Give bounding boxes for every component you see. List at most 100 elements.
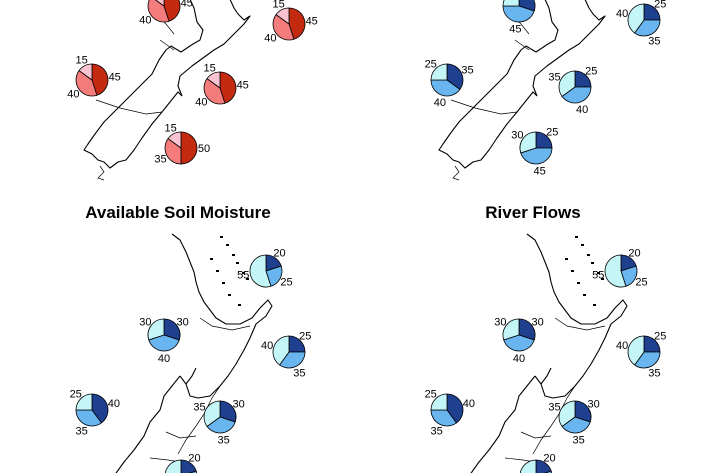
pie-value-label: 55 — [237, 270, 249, 282]
pie-value-label: 15 — [75, 55, 87, 67]
pie-slice-near — [561, 416, 591, 434]
pie-layer: 454015454015454015454015503515 — [67, 0, 318, 165]
coastline-path — [83, 49, 183, 169]
pie-slice-below — [167, 131, 182, 149]
pie-value-label: 40 — [195, 97, 207, 109]
pie-slice-above — [518, 318, 536, 341]
island-mark — [577, 282, 580, 284]
coastline-path — [520, 0, 559, 53]
coastline-path — [159, 39, 175, 51]
pie-value-label: 20 — [188, 452, 200, 464]
coastline-path — [165, 0, 204, 53]
pie-value-label: 20 — [543, 452, 555, 464]
pie-slice-below — [203, 400, 221, 427]
pie-value-label: 35 — [461, 65, 473, 77]
pie-layer: 304525253540354025254035254530 — [425, 0, 666, 178]
pie-value-label: 35 — [154, 153, 166, 165]
pie-slice-near — [75, 409, 102, 427]
coastline-path — [177, 0, 251, 97]
island-mark — [581, 244, 584, 246]
pie-slice-above — [163, 0, 181, 22]
pie-value-label: 40 — [261, 340, 273, 352]
pie-value-label: 35 — [648, 36, 660, 48]
pie-value-label: 30 — [511, 130, 523, 142]
coastline-path — [438, 49, 538, 169]
pie-slice-above — [163, 318, 181, 341]
panel-top-right: 304525253540354025254035254530 — [425, 0, 666, 181]
pie-slice-near — [430, 409, 457, 427]
coastline-path — [95, 99, 163, 115]
nz-map — [438, 0, 606, 181]
pie-value-label: 20 — [273, 247, 285, 259]
island-mark — [597, 272, 600, 274]
pie-value-label: 30 — [494, 317, 506, 329]
pie-value-label: 40 — [67, 89, 79, 101]
pie-value-label: 20 — [628, 247, 640, 259]
island-mark — [228, 294, 231, 296]
pie-slice-below — [78, 63, 93, 81]
pie-value-label: 35 — [217, 435, 229, 447]
pie-value-label: 40 — [139, 15, 151, 27]
pie-value-label: 35 — [75, 426, 87, 438]
pie-value-label: 25 — [654, 331, 666, 343]
pie-value-label: 25 — [70, 389, 82, 401]
pie-value-label: 50 — [198, 143, 210, 155]
island-mark — [236, 262, 239, 264]
pie-slice-near — [634, 19, 661, 37]
pie-slice-above — [219, 400, 237, 423]
pie-value-label: 35 — [193, 402, 205, 414]
pie-slice-above — [574, 400, 592, 423]
pie-slice-below — [206, 71, 221, 89]
pie-value-label: 25 — [654, 0, 666, 11]
island-mark — [575, 236, 578, 238]
pie-slice-near — [279, 351, 306, 369]
pie-slice-below — [519, 131, 537, 154]
nz-map — [115, 233, 273, 473]
pie-value-label: 45 — [533, 166, 545, 178]
pie-slice-below — [275, 7, 290, 25]
pie-slice-below — [430, 393, 448, 411]
pie-slice-below — [75, 393, 93, 411]
island-mark — [591, 262, 594, 264]
pie-slice-below — [627, 335, 645, 366]
pie-north-west: 304525 — [502, 0, 536, 36]
island-mark — [246, 278, 249, 280]
pie-value-label: 40 — [616, 340, 628, 352]
pie-value-label: 35 — [548, 402, 560, 414]
coastline-path — [526, 233, 628, 399]
pie-value-label: 30 — [587, 399, 599, 411]
pie-value-label: 35 — [548, 72, 560, 84]
coastline-path — [97, 165, 105, 181]
pie-slice-below — [430, 63, 448, 81]
coastline-path — [165, 431, 197, 439]
island-mark — [593, 304, 596, 306]
pie-slice-near — [503, 334, 535, 352]
pie-value-label: 25 — [299, 331, 311, 343]
pie-slice-below — [249, 254, 272, 288]
pie-slice-near — [272, 14, 295, 41]
pie-slice-near — [206, 416, 236, 434]
panel-bottom-right: River Flows 2025552535403040304035253035… — [425, 203, 666, 473]
pie-slice-below — [627, 3, 645, 34]
pie-slice-above — [180, 131, 198, 165]
pie-slice-below — [502, 0, 520, 7]
pie-value-label: 30 — [531, 317, 543, 329]
pie-value-label: 15 — [272, 0, 284, 11]
pie-value-label: 25 — [280, 276, 292, 288]
island-mark — [571, 270, 574, 272]
pie-value-label: 30 — [232, 399, 244, 411]
coastline-path — [540, 367, 552, 385]
